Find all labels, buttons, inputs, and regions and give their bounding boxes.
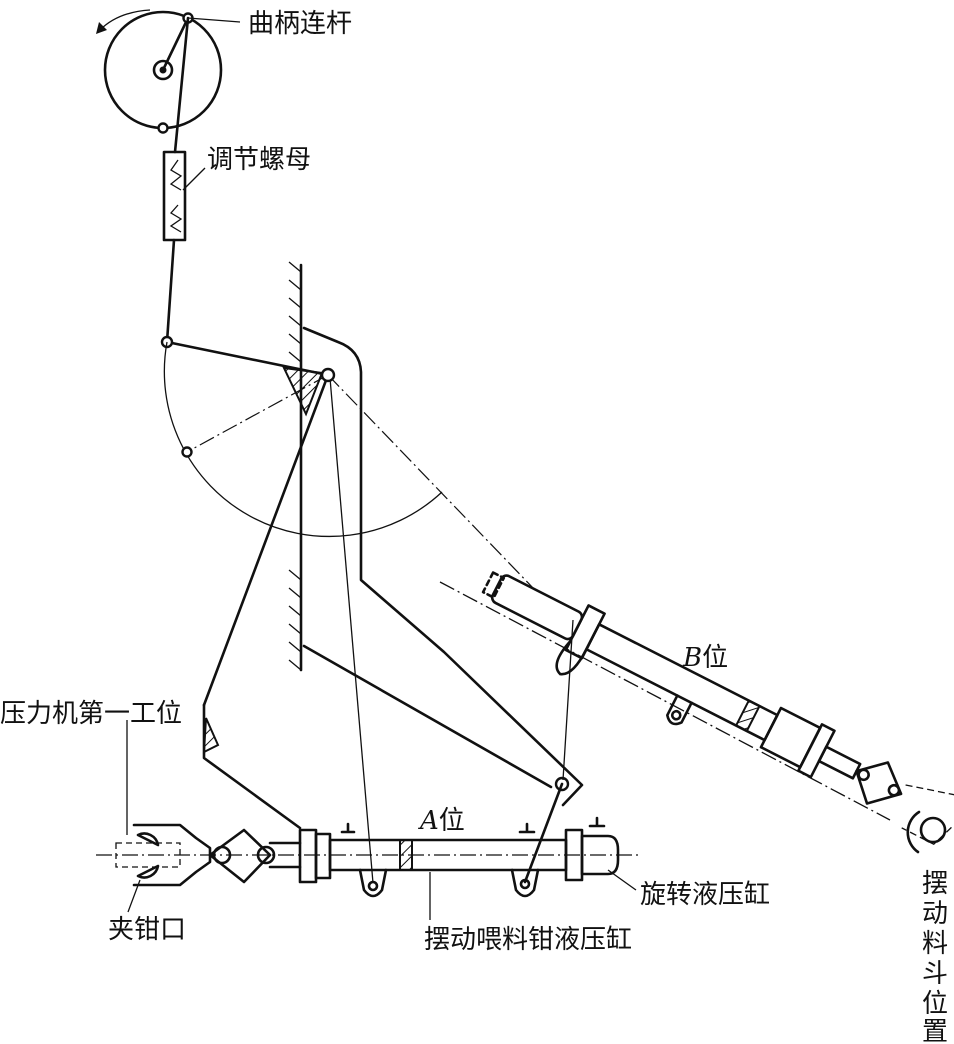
bell-crank — [160, 335, 330, 417]
svg-text:摆: 摆 — [922, 869, 948, 899]
link-to-arm — [523, 782, 564, 884]
hopper-ring — [906, 810, 947, 854]
label-clamp-jaw: 夹钳口 — [108, 915, 186, 945]
cylinder-a — [96, 816, 642, 898]
svg-text:动: 动 — [922, 899, 948, 929]
svg-text:置: 置 — [922, 1017, 948, 1044]
label-press-station: 压力机第一工位 — [0, 699, 182, 729]
cylinder-b-axis — [439, 581, 891, 821]
leader-rotary-cyl — [607, 869, 637, 891]
cylinder-b — [481, 571, 954, 845]
swing-arc — [163, 341, 443, 538]
svg-text:料: 料 — [922, 929, 948, 959]
crank-wheel — [103, 10, 223, 134]
centerline-1 — [186, 374, 329, 453]
leader-nut — [182, 167, 206, 191]
label-crank-link: 曲柄连杆 — [248, 9, 352, 39]
label-position-a: A位 — [418, 806, 465, 836]
svg-text:斗: 斗 — [922, 959, 948, 989]
svg-text:位: 位 — [922, 989, 948, 1019]
connecting-rod — [162, 16, 190, 344]
leader-crank — [187, 17, 241, 23]
frame-wall — [288, 261, 303, 672]
leader-clamp — [127, 879, 141, 913]
label-swing-hopper: 摆 动 料 斗 位 置 — [922, 869, 948, 1044]
swing-arm — [302, 326, 584, 807]
label-swing-cylinder: 摆动喂料钳液压缸 — [424, 925, 632, 955]
rotation-arrow-icon — [96, 9, 151, 34]
label-rotary-cylinder: 旋转液压缸 — [640, 880, 770, 910]
label-position-b: B位 — [682, 643, 728, 673]
centerline-2 — [327, 374, 536, 591]
main-links — [202, 367, 374, 884]
link-b-thin — [562, 619, 574, 781]
label-adjust-nut: 调节螺母 — [207, 145, 311, 175]
